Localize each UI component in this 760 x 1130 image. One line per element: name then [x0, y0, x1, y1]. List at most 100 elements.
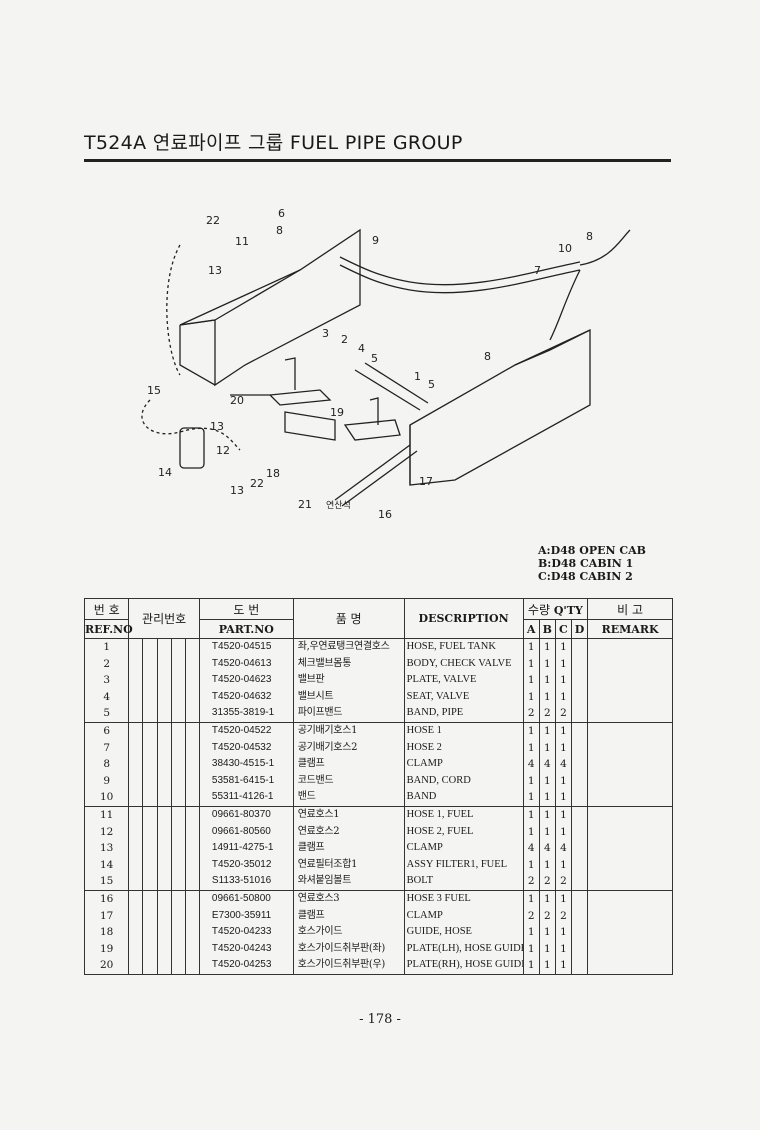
ref-cell: 10 [83, 789, 130, 807]
mgmt-cell [184, 739, 200, 757]
mgmt-cell [170, 739, 186, 757]
qty-a-cell: 2 [522, 873, 540, 891]
diagram-note: 연산석 [326, 500, 351, 511]
ref-cell: 9 [83, 772, 130, 790]
callout-13c: 13 [230, 484, 244, 497]
description-cell: ASSY FILTER1, FUEL [403, 856, 524, 874]
mgmt-cell [142, 924, 158, 941]
callout-10: 10 [558, 242, 572, 255]
vent-hose [339, 256, 581, 294]
mgmt-cell [128, 806, 144, 824]
qty-c-cell: 2 [554, 907, 572, 925]
remark-cell [587, 856, 673, 874]
qty-c-cell: 1 [554, 672, 572, 689]
qty-a-cell: 4 [522, 840, 540, 857]
tank-connecting-hose [354, 362, 429, 411]
ref-cell: 12 [83, 823, 130, 841]
ref-cell: 4 [83, 688, 130, 706]
mgmt-cell [142, 840, 158, 857]
korean-name-cell: 연료필터조합1 [292, 856, 405, 874]
header-part-ko: 도 번 [198, 598, 294, 620]
qty-b-cell: 2 [538, 705, 556, 723]
callout-15: 15 [147, 384, 161, 397]
mgmt-cell [170, 907, 186, 925]
qty-a-cell: 1 [522, 789, 540, 807]
callout-18: 18 [266, 467, 280, 480]
korean-name-cell: 연료호스1 [292, 806, 405, 824]
callout-13b: 13 [210, 420, 224, 433]
mgmt-cell [142, 957, 158, 975]
korean-name-cell: 파이프밴드 [292, 705, 405, 723]
part-no-cell: 53581-6415-1 [198, 772, 294, 790]
callout-5b: 5 [428, 378, 435, 391]
title-rule [84, 159, 671, 162]
remark-cell [587, 840, 673, 857]
ref-cell: 13 [83, 840, 130, 857]
mgmt-cell [184, 940, 200, 958]
part-no-cell: 09661-80560 [198, 823, 294, 841]
ref-cell: 19 [83, 940, 130, 958]
right-tank-edges [409, 329, 591, 485]
mgmt-cell [170, 688, 186, 706]
mgmt-cell [156, 722, 172, 740]
qty-c-cell: 1 [554, 688, 572, 706]
qty-c-cell: 1 [554, 957, 572, 975]
remark-cell [587, 789, 673, 807]
ref-cell: 20 [83, 957, 130, 975]
description-cell: CLAMP [403, 756, 524, 773]
mgmt-cell [184, 957, 200, 975]
qty-a-cell: 1 [522, 823, 540, 841]
mgmt-cell [170, 789, 186, 807]
korean-name-cell: 연료호스2 [292, 823, 405, 841]
part-no-cell: T4520-04532 [198, 739, 294, 757]
qty-d-cell [570, 688, 589, 706]
mgmt-cell [170, 840, 186, 857]
description-cell: HOSE 2, FUEL [403, 823, 524, 841]
header-ref-ko: 번 호 [83, 598, 130, 620]
header-description: DESCRIPTION [403, 598, 524, 639]
mgmt-cell [184, 840, 200, 857]
mgmt-cell [156, 940, 172, 958]
part-no-cell: 55311-4126-1 [198, 789, 294, 807]
legend-c: C:D48 CABIN 2 [538, 570, 633, 583]
korean-name-cell: 호스가이드 [292, 924, 405, 941]
qty-b-cell: 1 [538, 655, 556, 673]
header-qty-ko: 수량 [527, 602, 551, 617]
description-cell: HOSE 1 [403, 722, 524, 740]
remark-cell [587, 705, 673, 723]
fuel-hose-3 [334, 444, 418, 507]
mgmt-cell [142, 705, 158, 723]
mgmt-cell [142, 823, 158, 841]
mgmt-cell [170, 957, 186, 975]
mgmt-cell [142, 789, 158, 807]
parts-table: 번 호 관리번호 도 번 품 명 DESCRIPTION 수량 Q'TY 비 고… [83, 598, 673, 975]
mgmt-cell [170, 655, 186, 673]
mgmt-cell [128, 789, 144, 807]
mgmt-cell [184, 873, 200, 891]
qty-c-cell: 4 [554, 756, 572, 773]
legend-b: B:D48 CABIN 1 [538, 557, 634, 570]
qty-d-cell [570, 957, 589, 975]
ref-cell: 16 [83, 890, 130, 908]
description-cell: HOSE, FUEL TANK [403, 638, 524, 656]
callout-11: 11 [235, 235, 249, 248]
part-no-cell: 38430-4515-1 [198, 756, 294, 773]
callout-8c: 8 [484, 350, 491, 363]
mgmt-cell [156, 924, 172, 941]
mgmt-cell [184, 756, 200, 773]
korean-name-cell: 밸브시트 [292, 688, 405, 706]
qty-c-cell: 1 [554, 772, 572, 790]
korean-name-cell: 좌,우연료탱크연결호스 [292, 638, 405, 656]
part-no-cell: 09661-50800 [198, 890, 294, 908]
remark-cell [587, 722, 673, 740]
callout-21: 21 [298, 498, 312, 511]
bracket-plate-19 [343, 397, 401, 441]
ref-cell: 5 [83, 705, 130, 723]
callout-16: 16 [378, 508, 392, 521]
mgmt-cell [184, 705, 200, 723]
qty-d-cell [570, 756, 589, 773]
